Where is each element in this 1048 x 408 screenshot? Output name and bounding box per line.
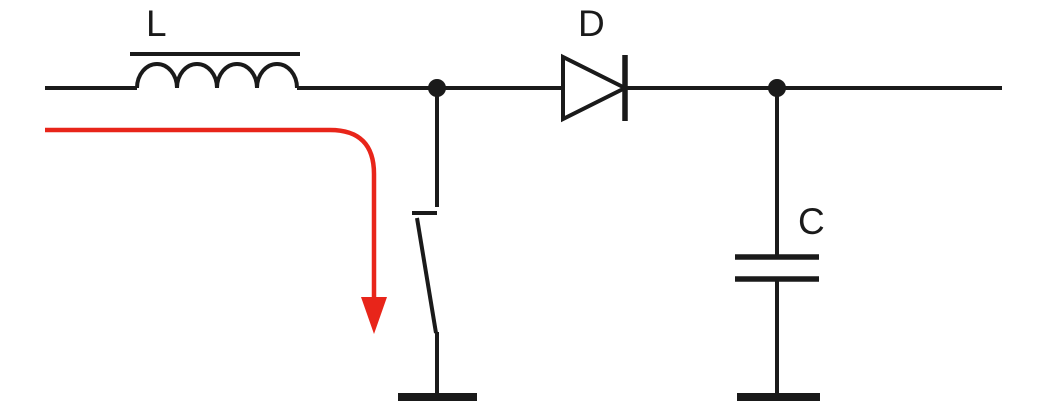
diode-triangle <box>561 53 630 123</box>
inductor: L <box>130 3 300 89</box>
current-arrowhead-icon <box>361 297 387 334</box>
current-flow-arrow <box>45 127 387 334</box>
diode: D <box>561 3 630 123</box>
capacitor-label: C <box>798 201 825 242</box>
switch <box>398 79 477 401</box>
inductor-coil <box>135 62 299 89</box>
inductor-label: L <box>146 3 167 44</box>
switch-blade <box>415 217 438 334</box>
current-arrow-path <box>45 127 377 300</box>
diode-label: D <box>578 3 605 44</box>
capacitor: C <box>735 79 825 401</box>
